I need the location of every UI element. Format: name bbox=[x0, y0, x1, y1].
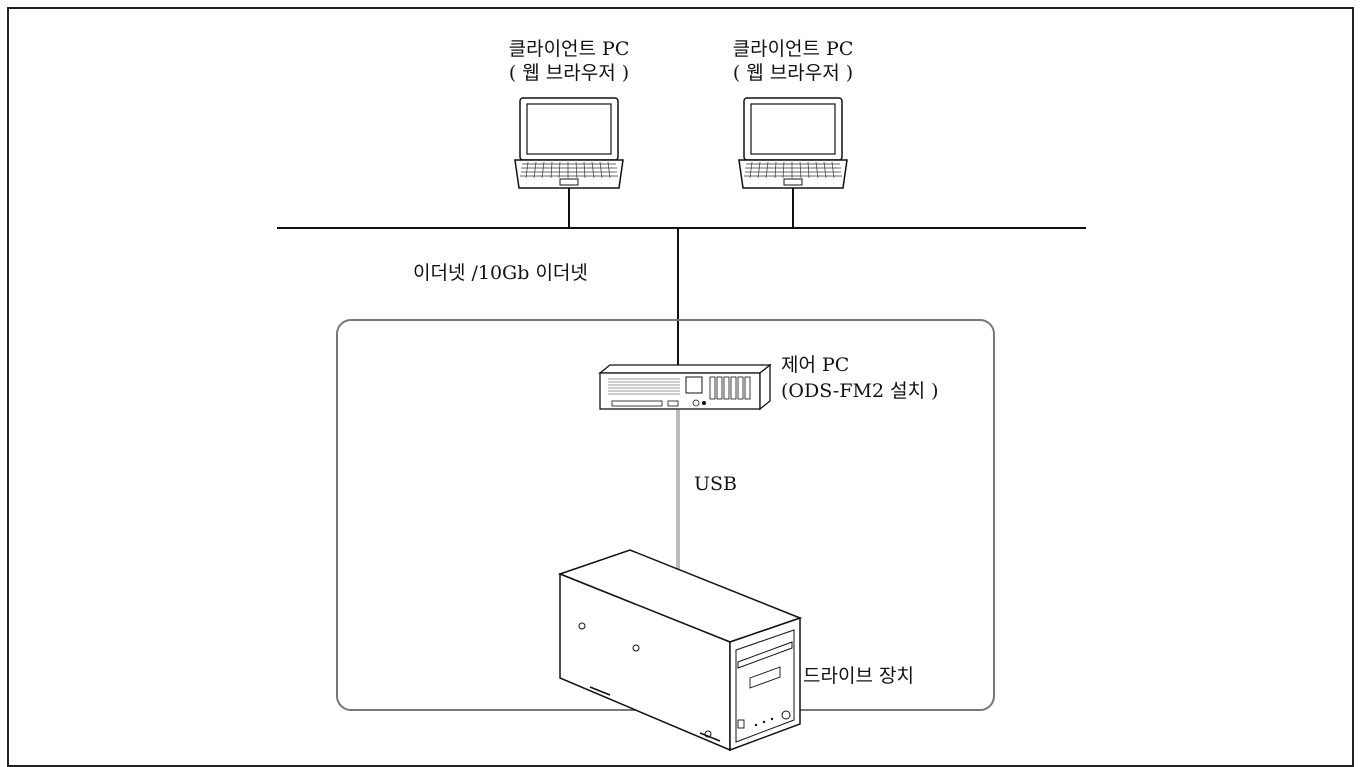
laptop-icon bbox=[514, 97, 624, 189]
server-icon bbox=[598, 363, 772, 411]
client-2-subtitle: ( 웹 브라우저 ) bbox=[732, 62, 854, 84]
client-2-title: 클라이언트 PC bbox=[732, 38, 854, 60]
usb-label: USB bbox=[694, 473, 737, 495]
laptop-icon bbox=[738, 97, 848, 189]
client-1-title: 클라이언트 PC bbox=[508, 38, 630, 60]
client-1-subtitle: ( 웹 브라우저 ) bbox=[508, 62, 630, 84]
control-pc-subtitle: (ODS-FM2 설치 ) bbox=[781, 380, 939, 402]
drive-label: 드라이브 장치 bbox=[803, 665, 914, 687]
control-pc-title: 제어 PC bbox=[781, 354, 850, 376]
network-label: 이더넷 /10Gb 이더넷 bbox=[413, 262, 588, 284]
drive-unit-icon bbox=[557, 549, 803, 752]
